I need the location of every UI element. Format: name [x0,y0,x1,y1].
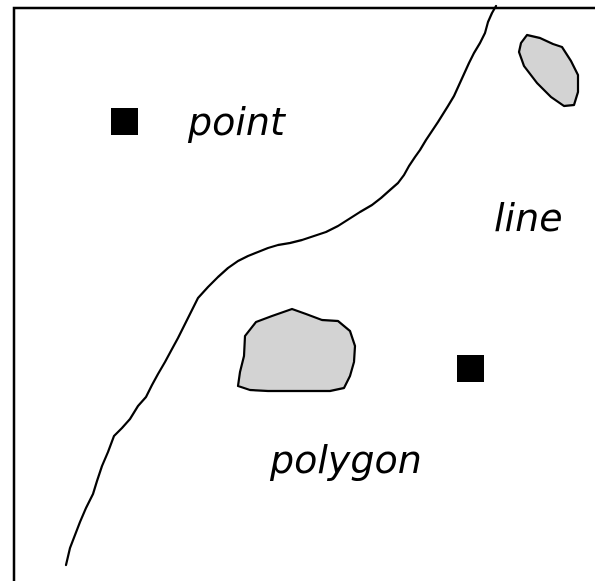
point-marker-2 [457,355,484,382]
point-label: point [188,100,285,144]
map-frame [12,6,595,581]
line-feature [64,4,498,567]
line-label: line [494,196,563,240]
polygon-feature-small [517,33,580,108]
polygon-feature [236,307,357,393]
point-marker [111,108,138,135]
polygon-label: polygon [270,438,422,482]
